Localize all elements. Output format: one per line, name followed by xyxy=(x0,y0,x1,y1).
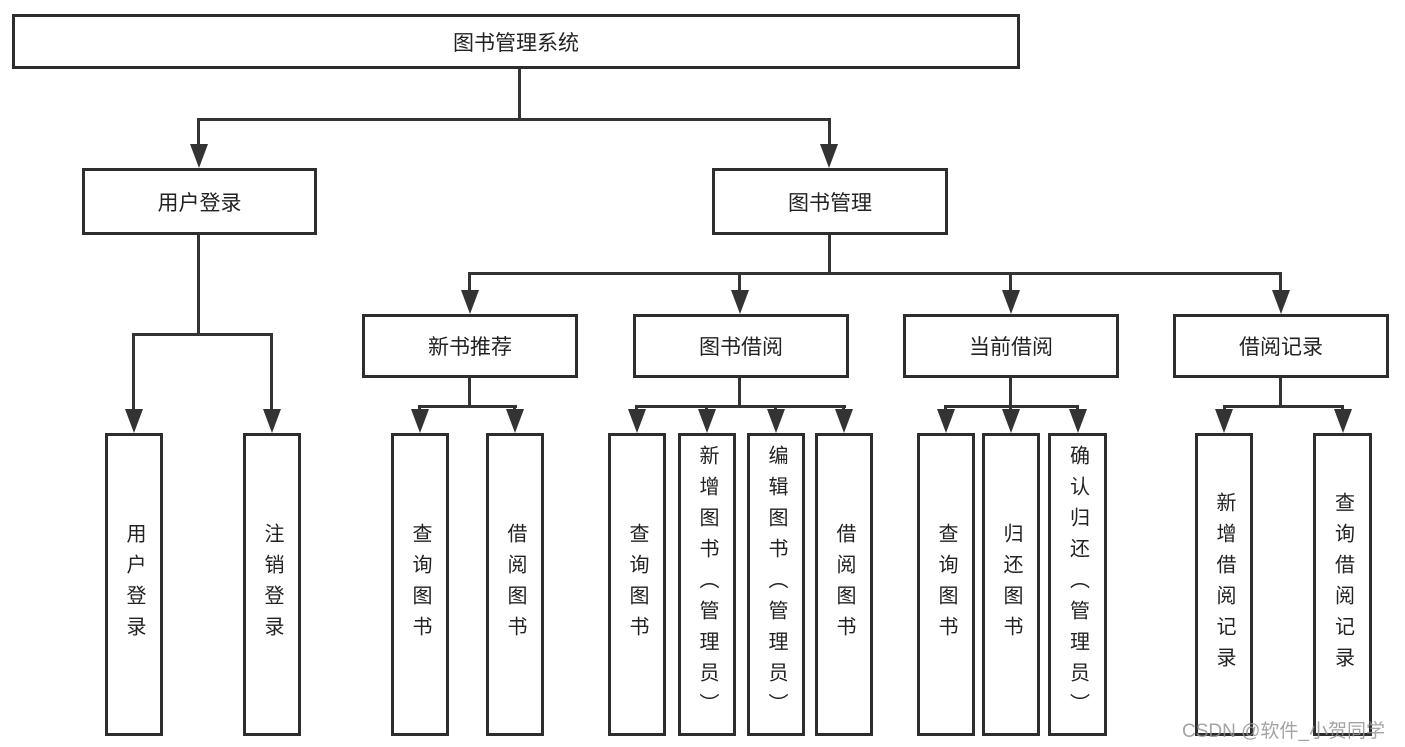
leaf-records-add-label: 新增借阅记录 xyxy=(1213,491,1235,678)
arrow-down-icon xyxy=(1215,409,1233,433)
leaf-current-confirm-admin-label: 确认归还（管理员） xyxy=(1066,445,1089,724)
leaf-records-query: 查询借阅记录 xyxy=(1313,433,1372,736)
leaf-newbooks-query: 查询图书 xyxy=(391,433,449,736)
arrow-down-icon xyxy=(767,409,785,433)
connector-newbooks-down xyxy=(468,378,471,408)
connector-root-stem xyxy=(518,69,521,121)
leaf-newbooks-query-label: 查询图书 xyxy=(409,522,431,647)
leaf-user-login-label: 用户登录 xyxy=(123,522,145,647)
leaf-records-add: 新增借阅记录 xyxy=(1195,433,1253,736)
leaf-logout-label: 注销登录 xyxy=(261,522,283,647)
connector-newbooks-branch xyxy=(418,405,517,408)
node-new-book-recommend: 新书推荐 xyxy=(362,314,578,378)
leaf-borrow-edit-admin-label: 编辑图书（管理员） xyxy=(765,445,787,724)
arrow-down-icon xyxy=(1334,409,1352,433)
connector-records-branch xyxy=(1223,405,1344,408)
connector-bookborrow-branch xyxy=(635,405,846,408)
leaf-current-confirm-admin: 确认归还（管理员） xyxy=(1048,433,1107,736)
arrow-down-icon xyxy=(937,409,955,433)
node-user-login-label: 用户登录 xyxy=(157,191,242,215)
connector-currentborrow-down xyxy=(1009,378,1012,408)
connector-level3-stem xyxy=(738,272,741,294)
node-new-book-recommend-label: 新书推荐 xyxy=(428,336,512,359)
arrow-down-icon xyxy=(820,144,838,168)
connector-level3-branch xyxy=(468,272,1282,275)
connector-level3-stem xyxy=(468,272,471,294)
node-root-label: 图书管理系统 xyxy=(453,31,579,55)
leaf-borrow-query: 查询图书 xyxy=(608,433,666,736)
arrow-down-icon xyxy=(698,409,716,433)
leaf-logout: 注销登录 xyxy=(243,433,301,736)
connector-leaf-stem xyxy=(132,333,135,411)
arrow-down-icon xyxy=(263,409,281,433)
node-root: 图书管理系统 xyxy=(12,14,1020,69)
leaf-newbooks-borrow: 借阅图书 xyxy=(486,433,544,736)
leaf-borrow-borrow: 借阅图书 xyxy=(815,433,873,736)
arrow-down-icon xyxy=(1002,409,1020,433)
arrow-down-icon xyxy=(1069,409,1087,433)
arrow-down-icon xyxy=(731,290,749,314)
leaf-borrow-add-admin-label: 新增图书（管理员） xyxy=(696,445,718,724)
arrow-down-icon xyxy=(411,409,429,433)
node-book-management: 图书管理 xyxy=(712,168,948,235)
arrow-down-icon xyxy=(1002,290,1020,314)
node-user-login: 用户登录 xyxy=(82,168,317,235)
leaf-user-login: 用户登录 xyxy=(105,433,163,736)
node-book-borrow-label: 图书借阅 xyxy=(699,336,783,359)
leaf-records-query-label: 查询借阅记录 xyxy=(1331,491,1354,678)
leaf-borrow-edit-admin: 编辑图书（管理员） xyxy=(747,433,805,736)
node-book-borrow: 图书借阅 xyxy=(633,314,849,378)
arrow-down-icon xyxy=(628,409,646,433)
connector-leaf-stem xyxy=(270,333,273,411)
connector-bookmgmt-down xyxy=(828,234,831,275)
leaf-current-return-label: 归还图书 xyxy=(1000,522,1022,647)
leaf-newbooks-borrow-label: 借阅图书 xyxy=(504,522,526,647)
leaf-current-query-label: 查询图书 xyxy=(935,522,957,647)
connector-level3-stem xyxy=(1009,272,1012,294)
node-current-borrow-label: 当前借阅 xyxy=(969,336,1053,359)
leaf-borrow-borrow-label: 借阅图书 xyxy=(833,522,855,647)
arrow-down-icon xyxy=(461,290,479,314)
node-book-management-label: 图书管理 xyxy=(788,191,872,215)
arrow-down-icon xyxy=(1272,290,1290,314)
connector-userlogin-branch xyxy=(132,333,273,336)
leaf-borrow-add-admin: 新增图书（管理员） xyxy=(678,433,736,736)
node-borrow-records: 借阅记录 xyxy=(1173,314,1389,378)
leaf-current-return: 归还图书 xyxy=(982,433,1040,736)
csdn-watermark: CSDN @软件_小贺同学 xyxy=(1182,721,1385,742)
connector-userlogin-down xyxy=(197,234,200,336)
leaf-current-query: 查询图书 xyxy=(917,433,975,736)
arrow-down-icon xyxy=(506,409,524,433)
connector-userlogin-stem xyxy=(197,118,200,148)
arrow-down-icon xyxy=(125,409,143,433)
leaf-borrow-query-label: 查询图书 xyxy=(626,522,648,647)
arrow-down-icon xyxy=(835,409,853,433)
connector-records-down xyxy=(1279,378,1282,408)
connector-bookmgmt-stem xyxy=(828,118,831,148)
arrow-down-icon xyxy=(190,144,208,168)
connector-level2-branch xyxy=(197,118,831,121)
node-borrow-records-label: 借阅记录 xyxy=(1239,336,1323,359)
connector-bookborrow-down xyxy=(738,378,741,408)
connector-level3-stem xyxy=(1279,272,1282,294)
node-current-borrow: 当前借阅 xyxy=(903,314,1119,378)
